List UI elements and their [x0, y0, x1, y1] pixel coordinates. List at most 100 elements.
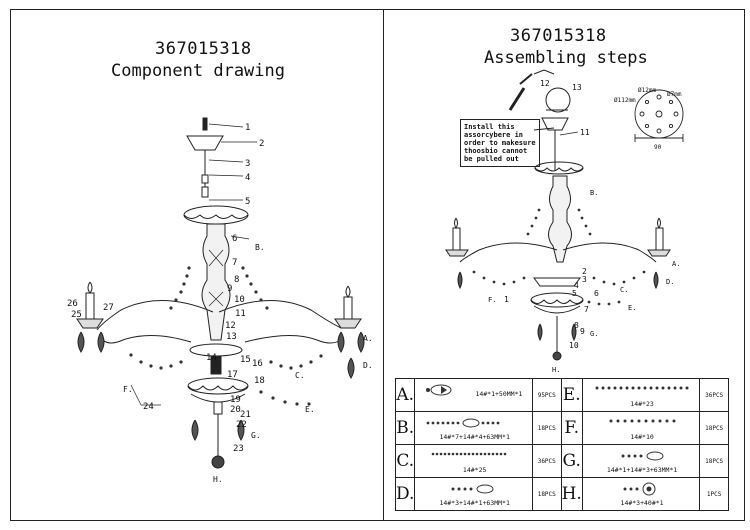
part-desc: 14#*23 — [581, 378, 701, 412]
part-c-illustration — [432, 452, 507, 456]
install-note: Install this assorcybere in order to mak… — [460, 119, 540, 167]
svg-text:8: 8 — [574, 321, 579, 330]
svg-text:2: 2 — [582, 267, 587, 276]
dim-112mm: Ø112mm — [614, 97, 636, 104]
assembling-steps-panel: 367015318 Assembling steps Install this … — [384, 10, 744, 520]
drawing-sheet: 367015318 Component drawing — [10, 9, 745, 521]
part-qty: 95PCS — [531, 378, 562, 412]
part-letter: D. — [394, 477, 416, 511]
svg-text:1: 1 — [504, 295, 509, 304]
part-qty: 18PCS — [699, 444, 729, 478]
svg-text:14: 14 — [206, 353, 217, 363]
svg-text:4: 4 — [574, 281, 579, 290]
svg-text:F.: F. — [488, 296, 496, 304]
svg-text:13: 13 — [572, 83, 582, 92]
svg-text:26: 26 — [67, 299, 78, 309]
svg-text:F.: F. — [123, 385, 133, 394]
svg-text:3: 3 — [245, 159, 250, 169]
part-b-illustration — [427, 418, 500, 428]
part-letter: F. — [560, 411, 583, 445]
table-row: C. 14#*25 36PCS G. 14#*1+14#*3+63MM*1 18… — [394, 444, 729, 478]
component-drawing-panel: 367015318 Component drawing — [11, 10, 384, 520]
svg-text:A.: A. — [363, 334, 373, 343]
svg-text:5: 5 — [572, 289, 577, 298]
part-qty: 18PCS — [699, 411, 729, 445]
part-desc: 14#*1+50MM*1 — [414, 378, 533, 412]
svg-text:3: 3 — [582, 275, 587, 284]
ceiling-hook — [202, 117, 208, 131]
svg-text:23: 23 — [233, 444, 244, 454]
part-letter: B. — [394, 411, 416, 445]
product-code: 367015318 — [510, 26, 607, 46]
table-row: D. 14#*3+14#*1+63MM*1 18PCS H. 14#*3+40#… — [394, 477, 729, 511]
table-row: A. 14#*1+50MM*1 95PCS E. 14#*23 36PCS — [394, 378, 729, 412]
svg-text:10: 10 — [234, 295, 245, 305]
svg-text:4: 4 — [245, 173, 250, 183]
svg-text:8: 8 — [234, 275, 239, 285]
part-qty: 18PCS — [531, 477, 562, 511]
part-a-illustration — [426, 384, 452, 396]
svg-text:E.: E. — [305, 405, 315, 414]
svg-text:12: 12 — [225, 321, 236, 331]
svg-text:21: 21 — [240, 410, 251, 420]
svg-text:27: 27 — [103, 303, 114, 313]
dim-12mm: Ø12mm — [638, 87, 656, 94]
canopy — [186, 135, 224, 151]
part-desc: 14#*1+14#*3+63MM*1 — [581, 444, 701, 478]
svg-text:17: 17 — [227, 370, 238, 380]
svg-text:2: 2 — [259, 139, 264, 149]
part-letter: G. — [560, 444, 583, 478]
svg-text:C.: C. — [620, 286, 628, 294]
part-e-illustration — [595, 386, 689, 390]
svg-text:H.: H. — [552, 366, 560, 374]
svg-text:9: 9 — [580, 327, 585, 336]
svg-text:C.: C. — [295, 371, 305, 380]
svg-text:7: 7 — [232, 258, 237, 268]
part-desc: 14#*7+14#*4+63MM*1 — [414, 411, 533, 445]
part-letter: E. — [560, 378, 583, 412]
svg-text:24: 24 — [143, 402, 154, 412]
part-qty: 1PCS — [699, 477, 729, 511]
part-desc: 14#*10 — [581, 411, 701, 445]
panel-title: Assembling steps — [484, 48, 648, 68]
product-code: 367015318 — [155, 39, 252, 59]
part-letter: C. — [394, 444, 416, 478]
svg-text:D.: D. — [363, 361, 373, 370]
svg-text:20: 20 — [230, 405, 241, 415]
panel-title: Component drawing — [111, 61, 285, 81]
svg-text:12: 12 — [540, 79, 550, 88]
svg-text:H.: H. — [213, 475, 223, 484]
svg-text:6: 6 — [594, 289, 599, 298]
part-letter: H. — [560, 477, 583, 511]
svg-text:11: 11 — [235, 309, 246, 319]
svg-text:11: 11 — [580, 128, 590, 137]
dim-width: 90 — [654, 144, 662, 151]
svg-text:16: 16 — [252, 359, 263, 369]
part-f-illustration — [609, 419, 676, 423]
svg-text:19: 19 — [230, 395, 241, 405]
svg-text:6: 6 — [232, 234, 237, 244]
dim-7mm: Ø7mm — [667, 91, 682, 98]
table-row: B. 14#*7+14#*4+63MM*1 18PCS F. 14#*10 18… — [394, 411, 729, 445]
part-desc: 14#*25 — [414, 444, 533, 478]
part-g-illustration — [621, 451, 664, 461]
svg-text:E.: E. — [628, 304, 636, 312]
svg-text:G.: G. — [590, 330, 598, 338]
svg-text:13: 13 — [226, 332, 237, 342]
svg-text:22: 22 — [236, 420, 247, 430]
svg-text:18: 18 — [254, 376, 265, 386]
part-desc: 14#*3+14#*1+63MM*1 — [414, 477, 533, 511]
svg-text:7: 7 — [584, 305, 589, 314]
svg-text:15: 15 — [240, 355, 251, 365]
svg-text:B.: B. — [590, 189, 598, 197]
svg-text:D.: D. — [666, 278, 674, 286]
part-qty: 18PCS — [531, 411, 562, 445]
part-d-illustration — [451, 484, 494, 494]
part-desc: 14#*3+40#*1 — [581, 477, 701, 511]
svg-text:1: 1 — [245, 123, 250, 133]
part-letter: A. — [394, 378, 416, 412]
parts-table: A. 14#*1+50MM*1 95PCS E. 14#*23 36PCS B. — [394, 378, 729, 511]
part-h-illustration — [623, 482, 656, 496]
svg-text:25: 25 — [71, 310, 82, 320]
part-qty: 36PCS — [531, 444, 562, 478]
